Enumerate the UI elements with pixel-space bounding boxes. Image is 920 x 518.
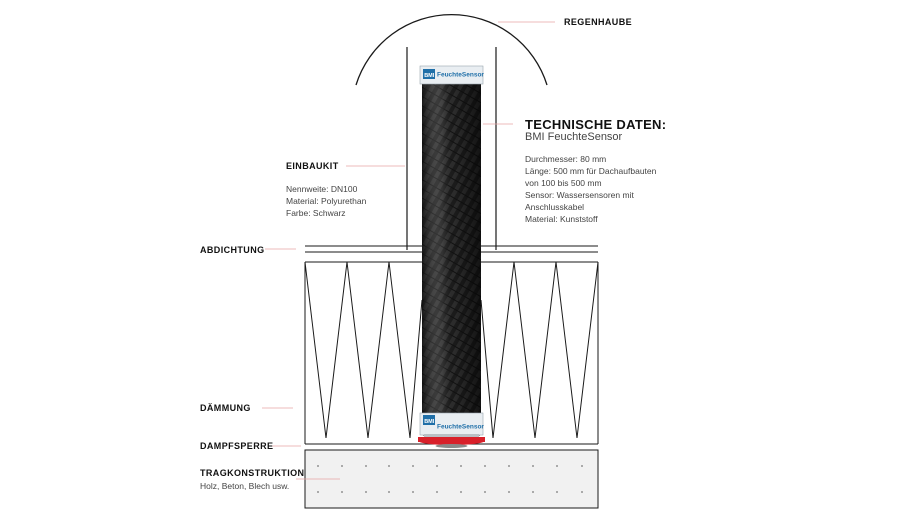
einbaukit-detail-nennweite: Nennweite: DN100 — [286, 184, 358, 194]
insulation-zigzag-left — [304, 261, 423, 439]
concrete-speckles — [317, 465, 583, 493]
bottom-brand-logo: BMI — [424, 419, 435, 425]
spec-sensor: Sensor: Wassersensoren mit — [525, 190, 634, 200]
feuchtesensor-tube: BMI FeuchteSensor BMI FeuchteSensor — [418, 65, 485, 448]
einbaukit-detail-farbe: Farbe: Schwarz — [286, 208, 346, 218]
einbaukit-details: Nennweite: DN100 Material: Polyurethan F… — [286, 183, 366, 219]
spec-durchmesser: Durchmesser: 80 mm — [525, 154, 607, 164]
tube-shading — [422, 68, 481, 436]
label-abdichtung: ABDICHTUNG — [200, 245, 265, 255]
technical-title: TECHNISCHE DATEN: — [525, 117, 667, 132]
label-daemmung: DÄMMUNG — [200, 403, 251, 413]
bottom-sensor-name: FeuchteSensor — [437, 424, 484, 431]
tube-top-cap — [419, 65, 484, 85]
tragkonstruktion-detail: Holz, Beton, Blech usw. — [200, 481, 290, 491]
einbaukit-detail-material: Material: Polyurethan — [286, 196, 367, 206]
spec-sensor-cable: Anschlusskabel — [525, 202, 585, 212]
top-sensor-name: FeuchteSensor — [437, 72, 484, 79]
spec-laenge: Länge: 500 mm für Dachaufbauten — [525, 166, 657, 176]
label-dampfsperre: DAMPFSPERRE — [200, 441, 274, 451]
label-regenhaube: REGENHAUBE — [564, 17, 633, 27]
load-bearing-slab — [304, 449, 599, 509]
insulation-zigzag-right — [480, 261, 599, 439]
top-brand-badge — [423, 69, 435, 79]
label-einbaukit: EINBAUKIT — [286, 161, 339, 171]
bottom-brand-badge — [423, 415, 435, 425]
rain-hood-arc — [355, 14, 548, 86]
label-tragkonstruktion: TRAGKONSTRUKTION — [200, 468, 305, 478]
top-brand-logo: BMI — [424, 73, 435, 79]
tube-foot — [435, 444, 468, 448]
spec-material: Material: Kunststoff — [525, 214, 598, 224]
spec-laenge-range: von 100 bis 500 mm — [525, 178, 602, 188]
technical-specs: Durchmesser: 80 mm Länge: 500 mm für Dac… — [525, 153, 656, 225]
red-seal-body — [418, 437, 485, 442]
tube-base-ring — [424, 434, 479, 438]
technical-subtitle: BMI FeuchteSensor — [525, 131, 623, 143]
